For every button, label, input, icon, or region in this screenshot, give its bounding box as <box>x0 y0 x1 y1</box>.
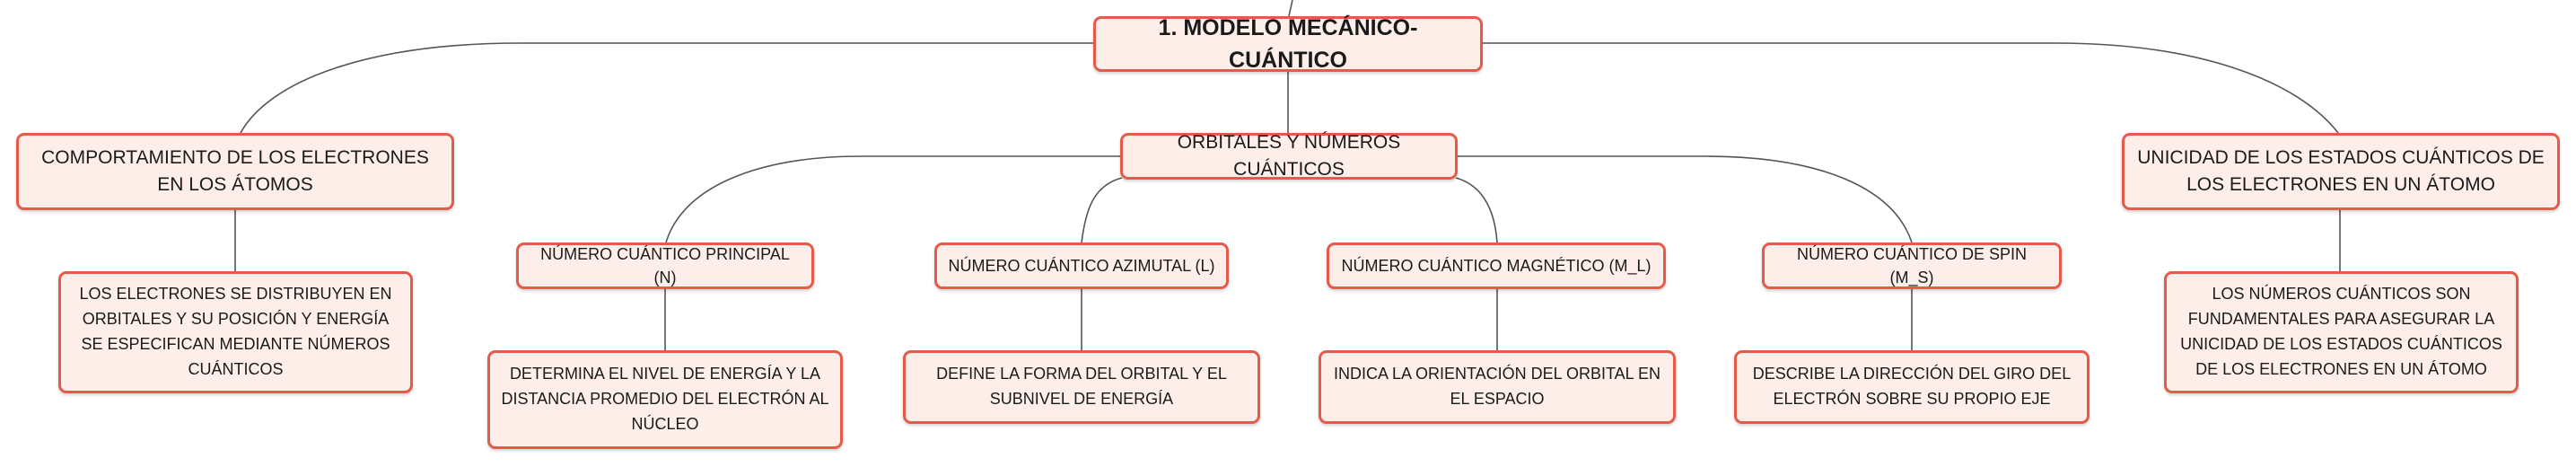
subtopic-azimutal-label: NÚMERO CUÁNTICO AZIMUTAL (L) <box>948 256 1215 275</box>
subtopic-principal[interactable]: NÚMERO CUÁNTICO PRINCIPAL (N) <box>516 242 814 289</box>
subtopic-principal-label: NÚMERO CUÁNTICO PRINCIPAL (N) <box>540 244 790 286</box>
connector-parent <box>1288 0 1293 17</box>
detail-spin-text: DESCRIBE LA DIRECCIÓN DEL GIRO DEL ELECT… <box>1752 365 2072 408</box>
detail-azimutal[interactable]: DEFINE LA FORMA DEL ORBITAL Y EL SUBNIVE… <box>903 350 1260 424</box>
detail-comportamiento-text: LOS ELECTRONES SE DISTRIBUYEN EN ORBITAL… <box>79 285 392 378</box>
subtopic-spin-label: NÚMERO CUÁNTICO DE SPIN (M_S) <box>1796 244 2028 286</box>
topic-orbitales[interactable]: ORBITALES Y NÚMEROS CUÁNTICOS <box>1120 132 1458 180</box>
subtopic-spin[interactable]: NÚMERO CUÁNTICO DE SPIN (M_S) <box>1762 242 2062 289</box>
topic-comportamiento[interactable]: COMPORTAMIENTO DE LOS ELECTRONES EN LOS … <box>16 133 454 210</box>
topic-unicidad[interactable]: UNICIDAD DE LOS ESTADOS CUÁNTICOS DE LOS… <box>2122 133 2560 210</box>
detail-unicidad-text: LOS NÚMEROS CUÁNTICOS SON FUNDAMENTALES … <box>2180 285 2502 378</box>
subtopic-magnetico[interactable]: NÚMERO CUÁNTICO MAGNÉTICO (M_L) <box>1327 242 1666 289</box>
connector-root-comportamiento <box>240 42 1093 134</box>
connector-orbitales-magnetico <box>1455 177 1498 243</box>
connector-orbitales-principal <box>665 155 1122 243</box>
detail-comportamiento[interactable]: LOS ELECTRONES SE DISTRIBUYEN EN ORBITAL… <box>58 271 413 393</box>
detail-principal-text: DETERMINA EL NIVEL DE ENERGÍA Y LA DISTA… <box>501 365 829 433</box>
connector-orbitales-azimutal <box>1081 177 1123 243</box>
detail-spin[interactable]: DESCRIBE LA DIRECCIÓN DEL GIRO DEL ELECT… <box>1734 350 2090 424</box>
topic-comportamiento-label: COMPORTAMIENTO DE LOS ELECTRONES EN LOS … <box>41 146 429 195</box>
detail-unicidad[interactable]: LOS NÚMEROS CUÁNTICOS SON FUNDAMENTALES … <box>2164 271 2519 393</box>
detail-magnetico-text: INDICA LA ORIENTACIÓN DEL ORBITAL EN EL … <box>1333 365 1661 408</box>
connector-root-unicidad <box>1481 42 2339 134</box>
subtopic-magnetico-label: NÚMERO CUÁNTICO MAGNÉTICO (M_L) <box>1341 256 1652 275</box>
detail-principal[interactable]: DETERMINA EL NIVEL DE ENERGÍA Y LA DISTA… <box>487 350 843 449</box>
connector-orbitales-spin <box>1456 155 1913 243</box>
detail-magnetico[interactable]: INDICA LA ORIENTACIÓN DEL ORBITAL EN EL … <box>1319 350 1676 424</box>
detail-azimutal-text: DEFINE LA FORMA DEL ORBITAL Y EL SUBNIVE… <box>936 365 1227 408</box>
subtopic-azimutal[interactable]: NÚMERO CUÁNTICO AZIMUTAL (L) <box>934 242 1229 289</box>
topic-orbitales-label: ORBITALES Y NÚMEROS CUÁNTICOS <box>1177 131 1401 180</box>
root-topic-label: 1. MODELO MECÁNICO-CUÁNTICO <box>1158 14 1418 73</box>
topic-unicidad-label: UNICIDAD DE LOS ESTADOS CUÁNTICOS DE LOS… <box>2137 146 2545 195</box>
root-topic[interactable]: 1. MODELO MECÁNICO-CUÁNTICO <box>1093 15 1483 73</box>
